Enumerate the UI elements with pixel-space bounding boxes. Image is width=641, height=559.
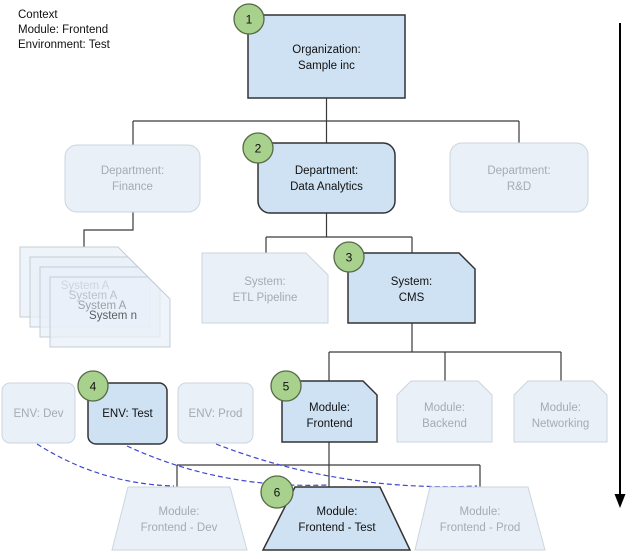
badge-6-label: 6 — [274, 486, 281, 500]
badge-1-label: 1 — [246, 13, 253, 27]
badge-2-label: 2 — [255, 142, 262, 156]
badge-5-label: 5 — [283, 380, 290, 394]
deployment-prod-line2: Frontend - Prod — [440, 522, 521, 534]
department-data-analytics-line2: Data Analytics — [290, 181, 363, 193]
deployment-dev-line1: Module: — [159, 506, 200, 518]
node-system-etl-pipeline: System: ETL Pipeline — [201, 252, 329, 324]
context-note: Context Module: Frontend Environment: Te… — [18, 8, 110, 53]
department-rnd-line2: R&D — [507, 181, 531, 193]
system-etl-line2: ETL Pipeline — [233, 292, 298, 304]
node-env-dev: ENV: Dev — [1, 382, 76, 444]
node-env-test: ENV: Test — [87, 382, 168, 445]
arrow-head-icon — [614, 494, 626, 508]
context-environment: Environment: Test — [18, 39, 110, 51]
flow-arrow — [614, 23, 626, 508]
module-networking-line1: Module: — [540, 402, 581, 414]
node-module-networking: Module: Networking — [513, 380, 608, 443]
node-system-cms: System: CMS — [347, 252, 476, 324]
node-deployment-frontend-test: Module: Frontend - Test — [261, 486, 412, 551]
step-badge-4: 4 — [77, 370, 109, 402]
dashed-link-dev — [36, 443, 175, 487]
system-stack-label-0: System A — [61, 280, 110, 292]
node-env-prod: ENV: Prod — [177, 382, 254, 444]
organization-line2: Sample inc — [298, 60, 355, 72]
node-deployment-frontend-dev: Module: Frontend - Dev — [111, 486, 248, 551]
node-department-data-analytics: Department: Data Analytics — [257, 142, 396, 214]
badge-4-label: 4 — [90, 380, 97, 394]
node-deployment-frontend-prod: Module: Frontend - Prod — [414, 486, 546, 551]
system-cms-line1: System: — [391, 276, 433, 288]
env-deployment-links — [36, 443, 478, 488]
system-cms-line2: CMS — [399, 292, 425, 304]
deployment-test-line1: Module: — [317, 506, 358, 518]
department-finance-line1: Department: — [101, 165, 164, 177]
node-system-stack: System A System A System A System n — [19, 246, 171, 348]
node-module-backend: Module: Backend — [396, 380, 493, 443]
organization-line1: Organization: — [292, 44, 360, 56]
module-frontend-line2: Frontend — [306, 418, 352, 430]
dashed-link-prod — [215, 443, 478, 488]
dashed-link-test — [126, 445, 328, 486]
node-department-rnd: Department: R&D — [449, 142, 589, 213]
context-title: Context — [18, 9, 58, 21]
env-dev-label: ENV: Dev — [13, 408, 63, 420]
node-organization: Organization: Sample inc — [247, 14, 406, 99]
step-badge-1: 1 — [233, 3, 265, 35]
system-etl-line1: System: — [244, 276, 286, 288]
node-module-frontend: Module: Frontend — [281, 380, 378, 443]
system-stack-label-2: System A — [78, 300, 127, 312]
node-department-finance: Department: Finance — [64, 144, 201, 213]
system-stack-label-3: System n — [89, 310, 137, 322]
module-backend-line2: Backend — [422, 418, 467, 430]
step-badge-3: 3 — [333, 241, 365, 273]
badge-3-label: 3 — [346, 251, 353, 265]
department-data-analytics-line1: Department: — [295, 165, 358, 177]
deployment-prod-line1: Module: — [460, 506, 501, 518]
deployment-test-line2: Frontend - Test — [298, 522, 376, 534]
department-rnd-line1: Department: — [487, 165, 550, 177]
module-networking-line2: Networking — [532, 418, 590, 430]
env-prod-label: ENV: Prod — [189, 408, 243, 420]
module-frontend-line1: Module: — [309, 402, 350, 414]
step-badge-6: 6 — [260, 475, 294, 509]
deployment-dev-line2: Frontend - Dev — [141, 522, 218, 534]
step-badge-2: 2 — [242, 132, 274, 164]
env-test-label: ENV: Test — [102, 408, 153, 420]
context-module: Module: Frontend — [18, 24, 109, 36]
system-stack-label-1: System A — [69, 290, 118, 302]
tree-connectors — [83, 98, 562, 487]
module-backend-line1: Module: — [424, 402, 465, 414]
step-badge-5: 5 — [270, 370, 302, 402]
department-finance-line2: Finance — [112, 181, 153, 193]
